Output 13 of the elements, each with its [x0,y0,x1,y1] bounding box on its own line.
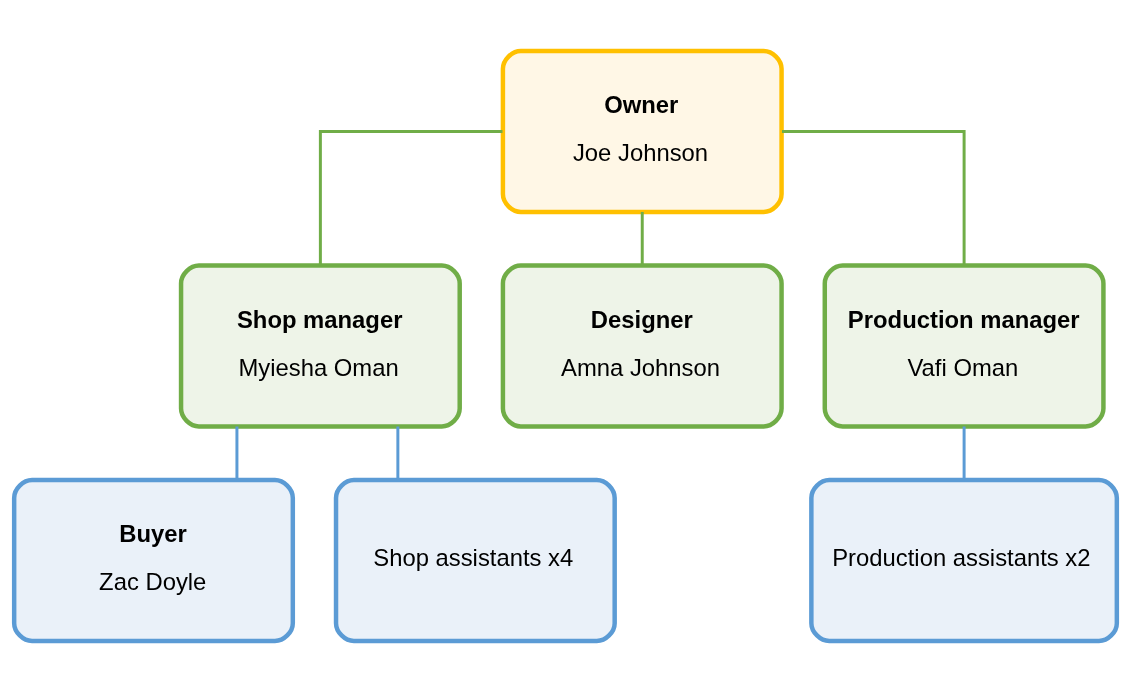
connector [640,211,644,265]
node-box: Designer Amna Johnson [500,262,784,429]
node-box: Shop assistants x4 [333,477,617,643]
connector [962,426,966,480]
node-box: Shop manager Myiesha Oman [178,262,462,429]
connector [235,426,239,480]
node-box: Owner Joe Johnson [500,48,784,214]
connector [782,129,966,265]
connector [396,426,400,480]
connector [318,129,503,265]
node-box: Production manager Vafi Oman [822,262,1106,429]
node-box: Buyer Zac Doyle [11,477,296,643]
node-box: Production assistants x2 [809,477,1120,643]
